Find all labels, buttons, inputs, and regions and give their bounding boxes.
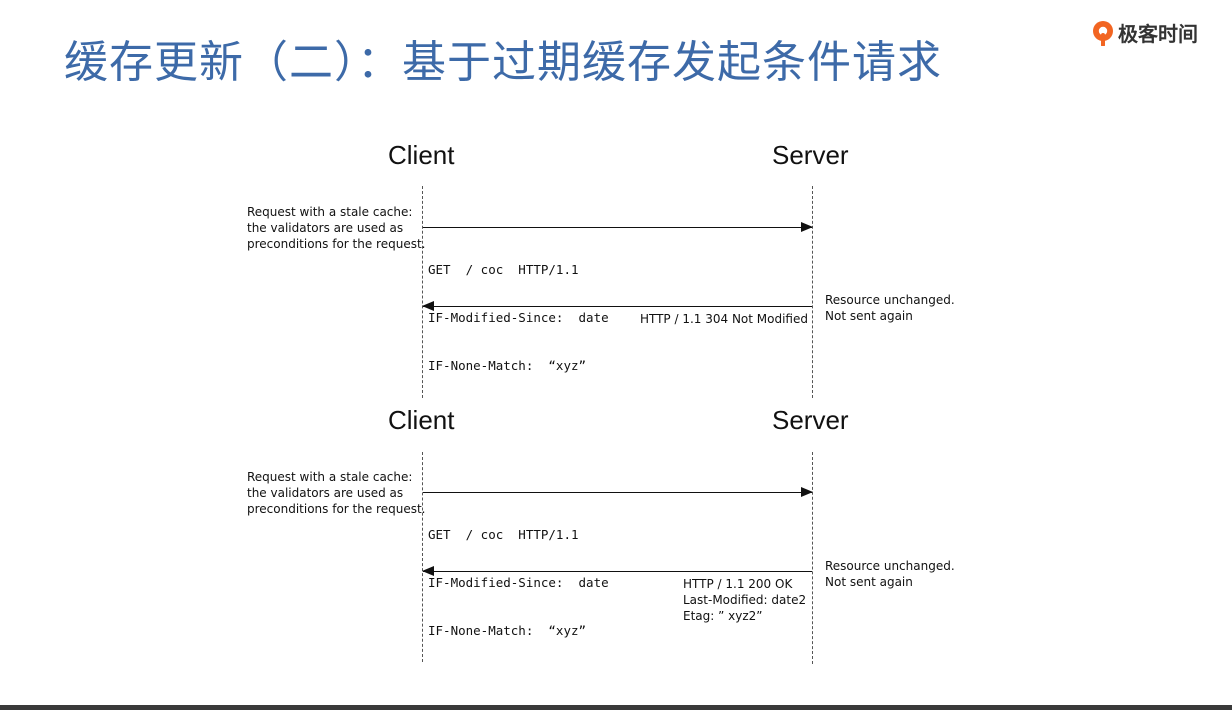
server-note-line: Resource unchanged. [825,293,955,307]
response-line: HTTP / 1.1 304 Not Modified [639,312,808,326]
request-arrow [423,222,813,232]
geektime-logo-icon [1093,20,1113,46]
response-message: HTTP / 1.1 200 OK Last-Modified: date2 E… [683,576,806,624]
brand-name: 极客时间 [1118,22,1198,46]
request-line: IF-Modified-Since: date [428,575,609,590]
request-line: IF-None-Match: “xyz” [428,358,587,373]
response-message: HTTP / 1.1 304 Not Modified [640,311,808,327]
brand-logo: 极客时间 [1092,18,1198,47]
client-heading: Client [388,405,455,435]
server-note-line: Not sent again [825,309,913,323]
response-arrow [422,566,812,576]
server-note: Resource unchanged. Not sent again [825,292,955,324]
response-line: Last-Modified: date2 [683,593,807,607]
client-lifeline [422,186,423,398]
client-note-line: preconditions for the request. [247,502,426,516]
server-heading: Server [772,405,849,435]
request-message: GET / coc HTTP/1.1 IF-Modified-Since: da… [428,230,609,406]
client-note-line: Request with a stale cache: [247,205,413,219]
server-heading: Server [772,140,849,170]
server-note: Resource unchanged. Not sent again [825,558,955,590]
client-lifeline [422,452,423,662]
slide-title: 缓存更新（二）：基于过期缓存发起条件请求 [64,37,942,88]
request-line: GET / coc HTTP/1.1 [428,527,579,542]
client-note: Request with a stale cache: the validato… [247,204,425,252]
request-line: IF-None-Match: “xyz” [428,623,587,638]
server-note-line: Resource unchanged. [825,559,955,573]
request-message: GET / coc HTTP/1.1 IF-Modified-Since: da… [428,495,609,671]
client-note-line: preconditions for the request. [247,237,426,251]
response-arrow [422,301,812,311]
request-line: IF-Modified-Since: date [428,310,609,325]
response-line: HTTP / 1.1 200 OK [683,577,793,591]
response-line: Etag: ” xyz2” [683,609,763,623]
request-arrow [423,487,813,497]
footer-bar [0,705,1232,710]
server-note-line: Not sent again [825,575,913,589]
client-note: Request with a stale cache: the validato… [247,469,425,517]
client-note-line: Request with a stale cache: [247,470,413,484]
server-lifeline [812,186,813,398]
client-heading: Client [388,140,455,170]
client-note-line: the validators are used as [247,486,404,500]
client-note-line: the validators are used as [247,221,404,235]
request-line: GET / coc HTTP/1.1 [428,262,579,277]
server-lifeline [812,452,813,664]
